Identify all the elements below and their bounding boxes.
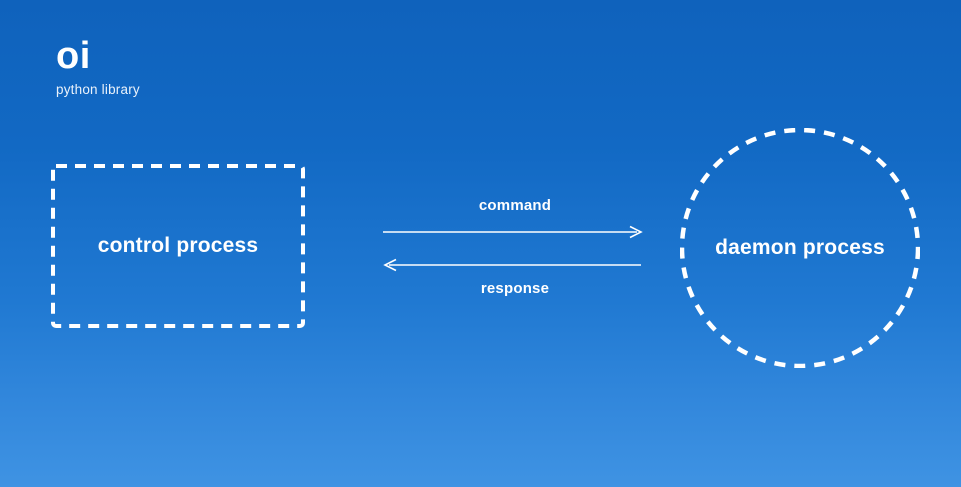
command-arrow-icon xyxy=(383,225,643,239)
arrow-lines xyxy=(383,225,643,272)
node-control-process: control process xyxy=(51,164,305,328)
edge-response-label: response xyxy=(480,280,550,297)
edge-command-label: command xyxy=(478,197,552,214)
response-arrow-icon xyxy=(383,258,641,272)
dashed-circle-icon xyxy=(680,128,920,368)
node-daemon-process: daemon process xyxy=(680,128,920,368)
logo: oi python library xyxy=(56,36,140,97)
dashed-rectangle-icon xyxy=(51,164,305,328)
edges-group: command response xyxy=(375,185,655,305)
node-daemon-process-label: daemon process xyxy=(715,236,885,259)
logo-mark: oi xyxy=(56,35,91,77)
node-control-process-label: control process xyxy=(97,234,259,257)
logo-subtitle: python library xyxy=(56,82,140,97)
